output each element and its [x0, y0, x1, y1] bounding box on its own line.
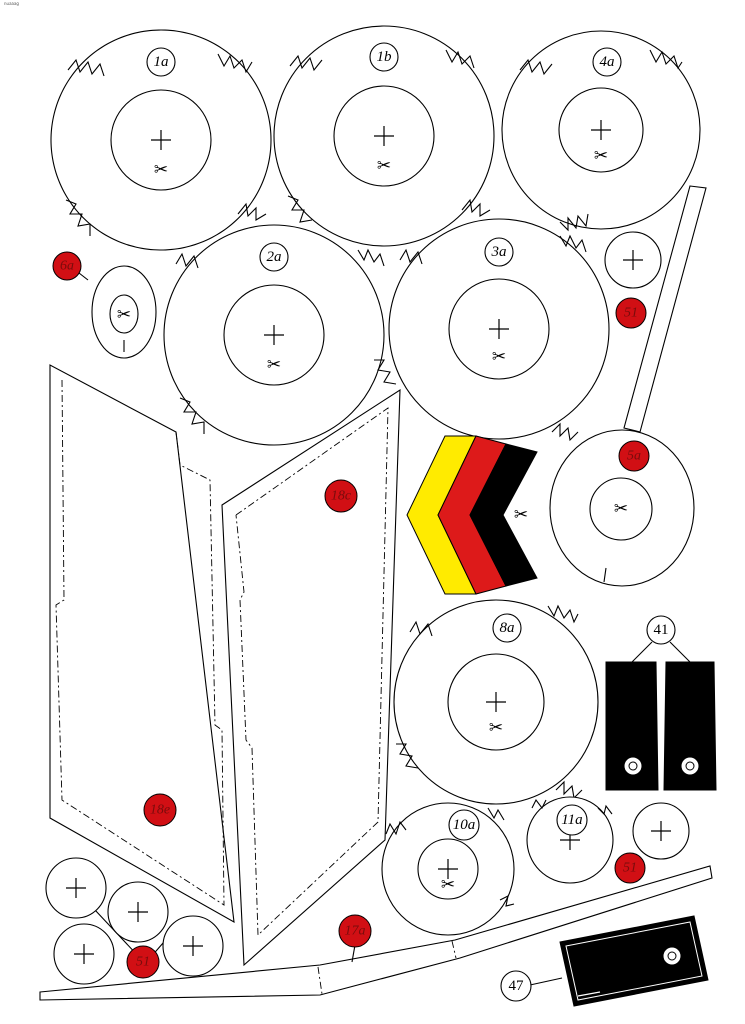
- wheel-3a[interactable]: ✂ 3a: [374, 218, 610, 442]
- scissors-icon: ✂: [441, 875, 455, 895]
- wheel-label: 8a: [500, 620, 515, 636]
- part-label-18c: 18c: [331, 489, 352, 504]
- disc-51-mid[interactable]: 51: [614, 802, 690, 884]
- wheel-label: 10a: [453, 817, 476, 833]
- part-label-51: 51: [623, 861, 637, 876]
- scissors-icon: ✂: [267, 355, 281, 375]
- part-label-18e: 18e: [150, 803, 170, 818]
- scissors-icon: ✂: [377, 156, 391, 176]
- part-label-5a: 5a: [627, 449, 641, 464]
- wheel-10a[interactable]: ✂ 10a: [381, 802, 515, 936]
- fold-line-left: [55, 379, 225, 906]
- scissors-icon: ✂: [154, 160, 168, 180]
- scissors-icon: ✂: [594, 146, 608, 166]
- part-label-41: 41: [654, 622, 669, 638]
- part-5a[interactable]: ✂ 5a: [549, 429, 695, 587]
- scissors-icon: ✂: [514, 505, 528, 525]
- corner-text: nuaaag: [4, 1, 19, 6]
- part-label-17a: 17a: [345, 924, 366, 939]
- part-label-51: 51: [624, 306, 638, 321]
- part-label-6a: 6a: [60, 259, 74, 274]
- fold-line-17a-1: [317, 966, 323, 995]
- wheel-label: 11a: [561, 812, 582, 828]
- wheel-label: 2a: [267, 249, 282, 265]
- wheel-label: 1a: [154, 54, 169, 70]
- wheel-label: 1b: [377, 49, 393, 65]
- scissors-icon: ✂: [489, 718, 503, 738]
- fold-line-17a-2: [451, 940, 457, 959]
- part-47[interactable]: 47: [500, 915, 709, 1007]
- disc-51-top[interactable]: 51: [604, 231, 662, 329]
- disc-group-51-bottom[interactable]: 51: [45, 857, 224, 985]
- wheel-8a[interactable]: ✂ 8a: [393, 599, 599, 805]
- wheel-1a[interactable]: ✂ 1a: [50, 29, 272, 251]
- strip-17a[interactable]: [39, 865, 713, 1001]
- scissors-icon: ✂: [614, 499, 628, 519]
- wheel-2a[interactable]: ✂ 2a: [163, 224, 385, 446]
- part-6a[interactable]: ✂ 6a: [52, 251, 157, 359]
- wheel-1b[interactable]: ✂ 1b: [273, 25, 495, 247]
- wheel-label: 4a: [600, 54, 615, 70]
- side-panel-left[interactable]: [49, 364, 235, 924]
- wheel-11a[interactable]: 11a: [526, 796, 614, 884]
- flag-chevron[interactable]: ✂: [406, 435, 538, 595]
- scissors-icon: ✂: [492, 347, 506, 367]
- part-41[interactable]: 41: [605, 615, 717, 791]
- wheel-label: 3a: [491, 244, 507, 260]
- part-label-51: 51: [136, 955, 150, 970]
- wheel-4a[interactable]: ✂ 4a: [501, 30, 701, 232]
- fold-line-right: [235, 407, 389, 937]
- scissors-icon: ✂: [117, 305, 131, 325]
- part-label-47: 47: [509, 978, 525, 994]
- side-panel-right[interactable]: [221, 388, 401, 967]
